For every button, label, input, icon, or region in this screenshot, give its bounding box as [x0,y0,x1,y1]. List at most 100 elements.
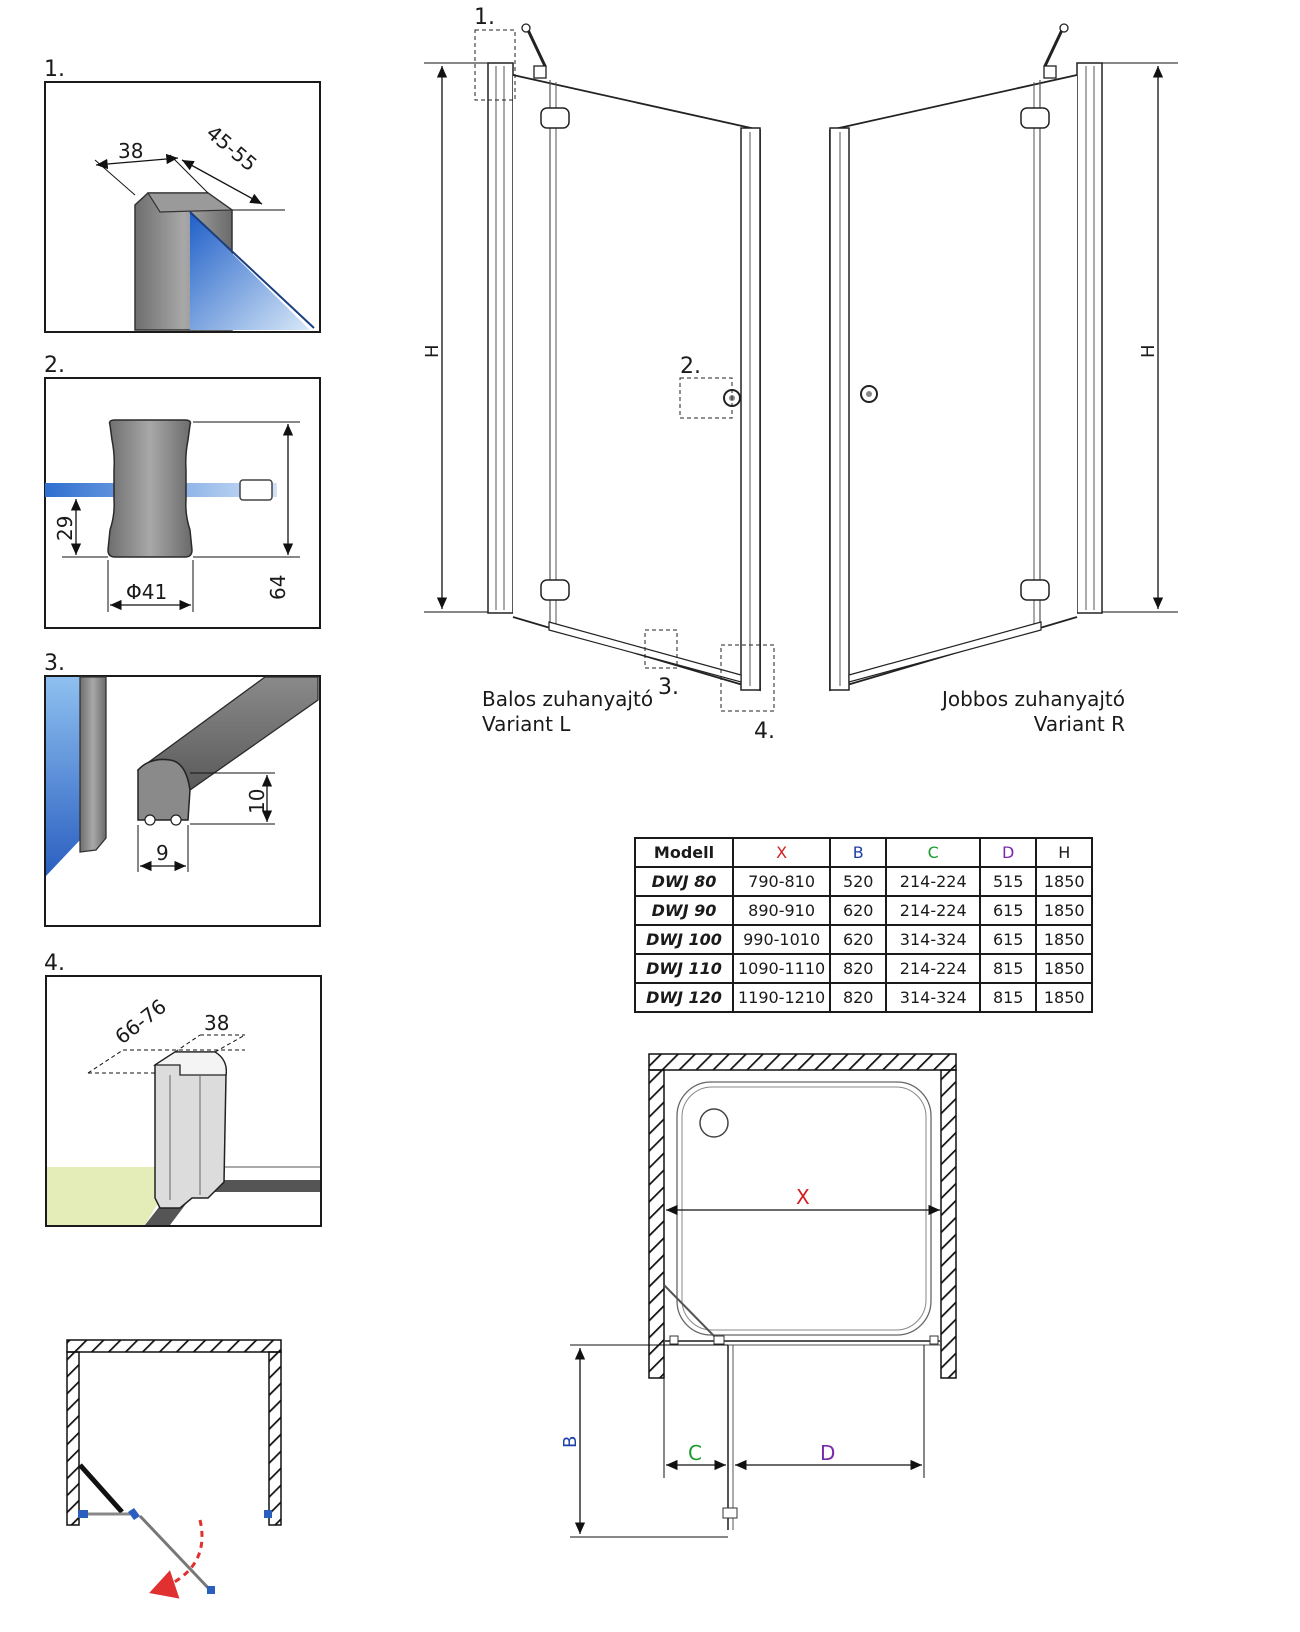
table-cell: 314-324 [885,982,982,1013]
callout-box-3 [644,629,678,669]
detail-2-number: 2. [44,353,65,378]
callout-box-1 [474,29,516,101]
door-l-caption-line2: Variant L [482,712,571,736]
detail-4-number: 4. [44,951,65,976]
table-cell: 790-810 [731,866,832,897]
table-cell: 820 [829,982,888,1013]
table-cell: 1090-1110 [731,953,832,984]
detail-3-label-a: 10 [245,789,269,814]
detail-4-label-b: 38 [204,1011,229,1035]
table-cell: 520 [829,866,888,897]
detail-1-dim-38 [95,153,179,170]
table-cell: 1850 [1035,866,1094,897]
table-cell: 615 [979,895,1038,926]
table-header-b: B [829,837,888,868]
door-l-hinge-top [540,107,570,129]
table-cell: 1190-1210 [731,982,832,1013]
detail-1-number: 1. [44,57,65,82]
detail-2: 2. 64 29 Φ41 [44,353,321,629]
detail-4: 4. 66-76 38 [44,951,322,1227]
swing-plan-left-wall [66,1351,80,1526]
table-cell: 620 [829,895,888,926]
table-row: DWJ 120 1190-1210 820 314-324 815 1850 [634,982,1094,1013]
table-cell: 214-224 [885,866,982,897]
detail-3-label-b: 9 [156,841,169,865]
door-variant-r: H Jobbos zuhanyajtó Variant R [829,23,1178,736]
table-row: DWJ 80 790-810 520 214-224 515 1850 [634,866,1094,897]
table-cell: 890-910 [731,895,832,926]
door-l-caption-line1: Balos zuhanyajtó [482,687,653,711]
callout-2: 2. [680,354,701,379]
plan-left-wall [648,1069,665,1379]
detail-3-seal-section [137,758,191,821]
door-r-wall-profile [1076,62,1103,614]
callout-box-4 [720,644,775,712]
table-cell: DWJ 90 [634,895,734,926]
plan-label-x: X [796,1185,810,1209]
table-cell: 1850 [1035,982,1094,1013]
table-row: DWJ 100 990-1010 620 314-324 615 1850 [634,924,1094,955]
door-r-hinge-bottom [1020,579,1050,601]
callout-box-2 [679,377,733,419]
swing-plan-swing-arrow [149,1519,204,1599]
table-header-row: Modell X B C D H [634,837,1094,868]
detail-3: 3. 10 9 [44,651,321,927]
table-cell: 620 [829,924,888,955]
detail-3-glass [46,677,80,876]
table-cell: 1850 [1035,953,1094,984]
detail-1-dim-45-55 [181,159,263,205]
table-cell: DWJ 100 [634,924,734,955]
swing-plan-top-wall [66,1339,282,1353]
detail-1: 1. 38 45-55 [44,57,321,333]
table-header-modell: Modell [634,837,734,868]
callout-3: 3. [658,675,679,700]
plan-drain [699,1108,729,1138]
detail-1-label-a: 38 [118,139,143,163]
table-header-x: X [731,837,832,868]
table-cell: 314-324 [885,924,982,955]
door-l-hinge-bottom [540,579,570,601]
door-r-stabilizer-bar [1043,29,1064,67]
callout-1: 1. [474,5,495,30]
table-cell: 515 [979,866,1038,897]
door-r-caption-line2: Variant R [1034,712,1125,736]
detail-2-label-c: 64 [266,575,290,600]
table-cell: 1850 [1035,895,1094,926]
table-cell: 214-224 [885,953,982,984]
table-header-h: H [1035,837,1094,868]
table-header-d: D [979,837,1038,868]
swing-plan-support-arm [78,1463,124,1514]
swing-plan-right-wall [268,1351,282,1526]
detail-1-glass [190,212,310,330]
table-row: DWJ 90 890-910 620 214-224 615 1850 [634,895,1094,926]
plan-label-b: B [560,1436,581,1448]
detail-1-glass-edge [189,211,315,329]
detail-3-profile [79,676,107,853]
door-r-height-label: H [1138,344,1159,358]
table-cell: 815 [979,982,1038,1013]
plan-top-wall [648,1053,957,1071]
table-cell: DWJ 120 [634,982,734,1013]
table-cell: 1850 [1035,924,1094,955]
table-cell: DWJ 80 [634,866,734,897]
table-cell: 214-224 [885,895,982,926]
plan-right-wall [940,1069,957,1379]
table-cell: 615 [979,924,1038,955]
callout-4: 4. [754,719,775,744]
door-l-height-label: H [422,344,443,358]
swing-plan [66,1339,282,1599]
detail-3-number: 3. [44,651,65,676]
detail-2-glass-clip [239,479,273,501]
plan-stabilizer [663,1284,717,1339]
table-row: DWJ 110 1090-1110 820 214-224 815 1850 [634,953,1094,984]
door-variant-l: H 1. 2. 3. 4. Balos zuhanyajtó Variant L [422,5,775,744]
plan-label-c: C [688,1441,702,1465]
dimension-table: Modell X B C D H DWJ 80 790-810 520 214-… [634,837,1094,1013]
door-r-caption-line1: Jobbos zuhanyajtó [940,687,1125,711]
table-cell: DWJ 110 [634,953,734,984]
plan-view: X B C D [560,1053,957,1538]
plan-label-d: D [820,1441,835,1465]
table-cell: 820 [829,953,888,984]
detail-2-label-a: 29 [53,516,77,541]
